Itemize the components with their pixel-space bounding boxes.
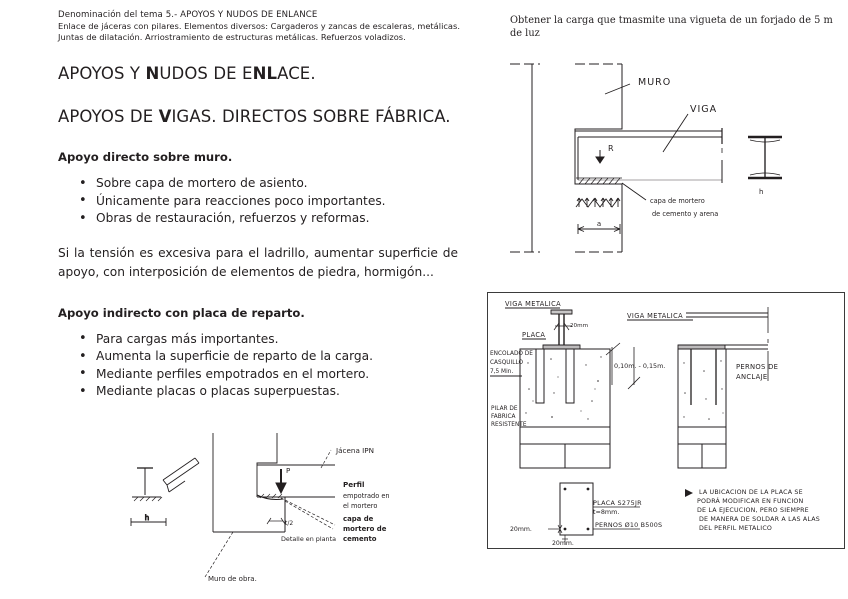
list-item: Mediante placas o placas superpuestas.: [79, 383, 508, 401]
diagram-label-dim-h: h: [145, 514, 149, 522]
header-block: Denominación del tema 5.- APOYOS Y NUDOS…: [58, 10, 508, 42]
diagram-label-placa: PLACA: [522, 331, 545, 339]
diagram-label-encolado-1: ENCOLADO DE: [490, 351, 533, 357]
page-title: APOYOS Y NUDOS DE ENLACE.: [58, 64, 316, 83]
bullet-list-apoyo-directo: Sobre capa de mortero de asiento. Únicam…: [58, 175, 508, 228]
bullet-list-apoyo-indirecto: Para cargas más importantes. Aumenta la …: [58, 330, 508, 401]
diagram-label-muro: MURO: [638, 77, 671, 88]
diagram-label-reaccion: R: [608, 144, 614, 153]
diagram-note-line-2: PODRÁ MODIFICAR EN FUNCION: [697, 496, 804, 505]
page-subtitle: APOYOS DE VIGAS. DIRECTOS SOBRE FÁBRICA.: [58, 107, 451, 126]
section-heading-apoyo-directo: Apoyo directo sobre muro.: [58, 150, 233, 164]
diagram-label-perfil-2: empotrado en: [343, 492, 390, 500]
diagram-label-20mm-left: 20mm.: [510, 526, 532, 533]
diagram-label-pilar-2: FABRICA: [491, 414, 516, 420]
diagram-apoyo-directo-sobre-muro: a R MURO VIGA capa de mortero de cemento…: [500, 52, 845, 287]
list-item: Mediante perfiles empotrados en el morte…: [79, 365, 508, 384]
diagram-label-20mm-bottom: 20mm.: [552, 540, 574, 547]
list-item: Aumenta la superficie de reparto de la c…: [79, 348, 508, 366]
diagram-label-beam-height: h: [759, 188, 763, 196]
diagram-label-dim-middle: 0,10m. - 0,15m.: [614, 362, 665, 370]
diagram-label-capa-2: mortero de: [343, 525, 387, 533]
diagram-label-pernos-2: ANCLAJE: [736, 373, 767, 381]
diagram-label-placa-spec-2: t=8mm.: [593, 508, 619, 516]
header-line-2: Enlace de jáceras con pilares. Elementos…: [58, 21, 460, 31]
red-annotation-note: Obtener la carga que tmasmite una viguet…: [510, 15, 833, 39]
list-item: Para cargas más importantes.: [79, 330, 508, 349]
diagram-label-viga: VIGA: [690, 104, 717, 115]
diagram-label-pilar-3: RESISTENTE: [491, 422, 527, 428]
diagram-label-muro-obra: Muro de obra.: [208, 575, 257, 583]
diagram-perfil-empotrado-mortero: h P t/2 Jácena IPN Perfi: [85, 425, 430, 590]
diagram-label-mortero-line2: de cemento y arena: [652, 210, 718, 218]
diagram-label-detalle-planta: Detalle en planta: [281, 535, 336, 543]
diagram-label-perfil-1: Perfil: [343, 480, 364, 489]
diagram-label-mortero-line1: capa de mortero: [650, 197, 705, 205]
list-item: Sobre capa de mortero de asiento.: [79, 175, 508, 193]
diagram-label-encolado-2: CASQUILLO: [490, 360, 523, 366]
header-line-1: Denominación del tema 5.- APOYOS Y NUDOS…: [58, 10, 318, 20]
diagram-label-20mm-top: 20mm: [570, 323, 588, 329]
list-item: Únicamente para reacciones poco importan…: [79, 192, 508, 211]
diagram-placa-reparto-pernos: 0,10m. - 0,15m. VIGA METALICA VIGA METAL…: [487, 292, 845, 549]
document-text-column: Denominación del tema 5.- APOYOS Y NUDOS…: [58, 10, 508, 401]
note-bullet-triangle-icon: [685, 489, 693, 497]
diagram-label-pilar-1: PILAR DE: [491, 406, 518, 412]
body-paragraph: Si la tensión es excesiva para el ladril…: [58, 245, 458, 279]
diagram-note-line-3: DE LA EJECUCION, PERO SIEMPRE: [697, 507, 809, 514]
diagram-label-viga-metalica-right: VIGA METALICA: [627, 312, 683, 320]
section-heading-apoyo-indirecto: Apoyo indirecto con placa de reparto.: [58, 305, 305, 320]
diagram-label-dim-t: t/2: [285, 520, 293, 527]
diagram-label-capa-1: capa de: [343, 515, 374, 523]
diagram-label-perfil-3: el mortero: [343, 502, 377, 510]
diagram-label-capa-3: cemento: [343, 535, 377, 543]
diagram-label-pernos-spec: PERNOS Ø10 B500S: [595, 521, 662, 529]
diagram-label-encolado-3: 7,5 Min.: [490, 369, 513, 375]
diagram-label-placa-spec-1: PLACA S275JR: [593, 499, 642, 507]
diagram-label-viga-metalica-left: VIGA METALICA: [505, 300, 561, 308]
header-line-3: Juntas de dilatación. Arriostramiento de…: [58, 32, 406, 42]
diagram-note-line-4: DE MANERA DE SOLDAR A LAS ALAS: [699, 516, 820, 523]
list-item: Obras de restauración, refuerzos y refor…: [79, 210, 508, 228]
diagram-label-jacena-ipn: Jácena IPN: [335, 446, 374, 455]
diagram-label-dim-a: a: [597, 220, 601, 228]
diagram-note-line-5: DEL PERFIL METALICO: [699, 525, 772, 532]
diagram-note-line-1: LA UBICACION DE LA PLACA SE: [699, 489, 803, 496]
diagram-label-carga-p: P: [286, 467, 290, 475]
diagram-label-pernos-1: PERNOS DE: [736, 363, 778, 371]
